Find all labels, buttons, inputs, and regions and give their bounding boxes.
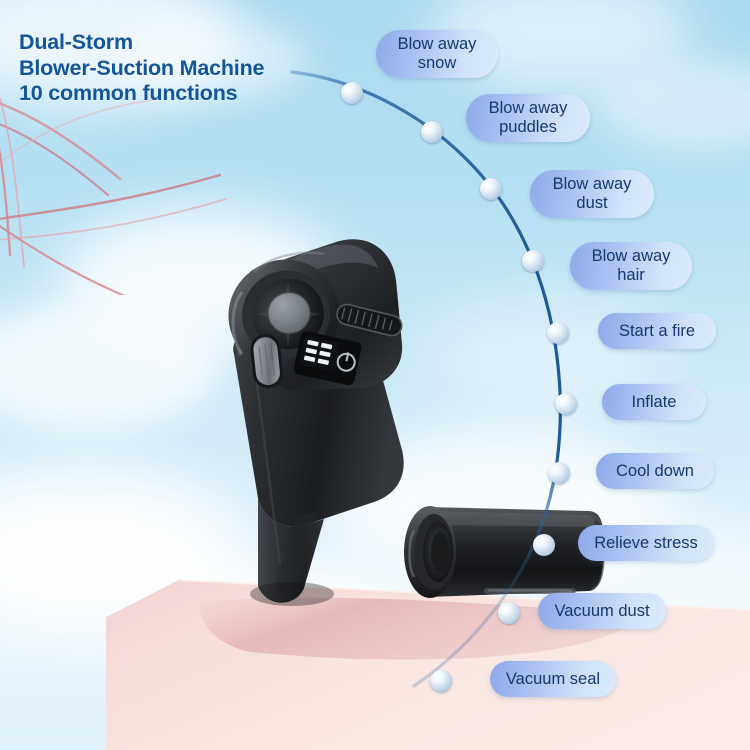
feature-pill-vacuum-seal[interactable]: Vacuum seal [490,661,616,697]
feature-label: Vacuum seal [505,669,601,688]
feature-label: Relieve stress [594,533,698,552]
cloud [0,300,220,430]
feature-label-line1: Blow away [397,35,477,53]
feature-label: Blow away hair [592,247,671,285]
feature-label-line1: Blow away [552,175,632,193]
connector-node [522,250,544,272]
feature-label-line2: hair [617,266,645,284]
connector-node [548,462,570,484]
title-line-3: 10 common functions [19,81,238,105]
feature-pill-blow-away-snow[interactable]: Blow away snow [376,30,498,78]
title-line-1: Dual-Storm [19,30,133,54]
feature-label-line1: Blow away [488,99,568,117]
connector-node [421,121,443,143]
cloud [600,60,750,150]
feature-pill-blow-away-hair[interactable]: Blow away hair [570,242,692,290]
title-line-2: Blower-Suction Machine [19,55,265,80]
connector-node [430,670,452,692]
feature-label: Blow away snow [398,35,477,73]
feature-pill-blow-away-puddles[interactable]: Blow away puddles [466,94,590,142]
feature-pill-vacuum-dust[interactable]: Vacuum dust [538,593,666,629]
poster-title: Dual-Storm Blower-Suction Machine 10 com… [19,30,264,107]
feature-label-line2: snow [417,54,457,72]
product-handheld-blower [228,239,404,606]
connector-node [480,178,502,200]
feature-label: Vacuum dust [554,601,650,620]
connector-node [555,393,577,415]
feature-label: Blow away puddles [489,99,568,137]
feature-pill-relieve-stress[interactable]: Relieve stress [578,525,714,561]
feature-pill-blow-away-dust[interactable]: Blow away dust [530,170,654,218]
connector-node [498,602,520,624]
feature-label-line2: puddles [499,118,557,136]
feature-label: Inflate [631,392,677,411]
feature-label-line2: dust [576,194,608,212]
decorative-arcs [0,98,227,295]
feature-pill-inflate[interactable]: Inflate [602,384,706,420]
feature-label: Cool down [616,461,694,480]
connector-node [533,534,555,556]
feature-label: Start a fire [618,321,696,340]
connector-node [547,322,569,344]
feature-pill-start-a-fire[interactable]: Start a fire [598,313,716,349]
feature-pill-cool-down[interactable]: Cool down [596,453,714,489]
feature-label: Blow away dust [553,175,632,213]
connector-node [341,82,363,104]
feature-label-line1: Blow away [591,247,671,265]
